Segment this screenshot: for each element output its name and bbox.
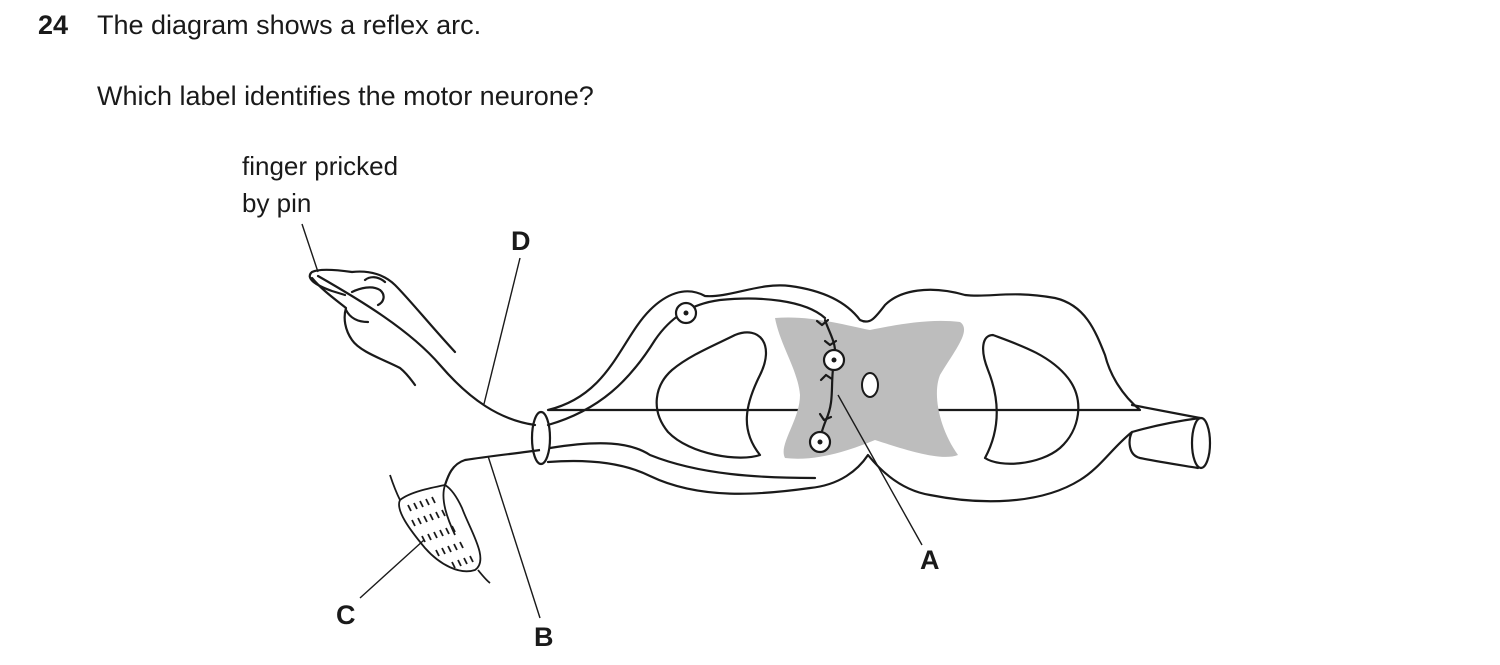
leader-line-A (837, 394, 923, 546)
label-B: B (534, 622, 554, 652)
hand-drawing (308, 268, 457, 387)
leader-line-C (359, 539, 425, 599)
cord-right-end (1190, 416, 1212, 470)
left-inner-shape (655, 331, 768, 459)
question-prompt: Which label identifies the motor neurone… (97, 81, 594, 111)
label-C: C (336, 600, 356, 630)
spinal-cord-outline (546, 284, 1202, 503)
leader-line-annotation (301, 223, 319, 273)
label-A: A (920, 545, 940, 575)
annotation-by-pin: by pin (242, 188, 312, 218)
leader-line-D (483, 257, 521, 405)
label-D: D (511, 226, 531, 256)
annotation-finger-pricked: finger pricked (242, 151, 399, 181)
muscle-effector (389, 474, 491, 584)
right-inner-shape (982, 333, 1080, 465)
ventral-root (548, 442, 817, 480)
motor-neurone-fibre (443, 448, 541, 486)
sensory-neurone-fibre (316, 274, 537, 427)
question-stem: The diagram shows a reflex arc. (97, 10, 482, 40)
leader-line-B (487, 455, 541, 619)
question-number: 24 (38, 10, 69, 40)
central-canal (861, 372, 879, 398)
cord-left-end (530, 410, 552, 466)
